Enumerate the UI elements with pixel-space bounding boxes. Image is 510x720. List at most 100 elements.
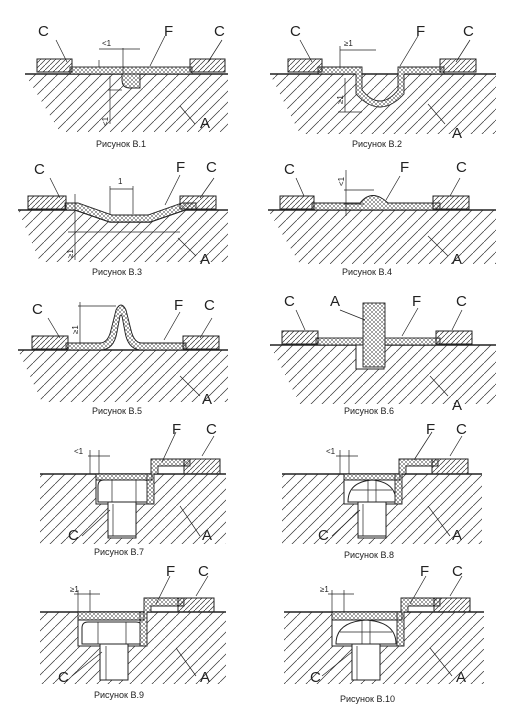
label-c: C <box>206 159 217 176</box>
label-a: A <box>200 251 210 268</box>
figure-b7: F C C A <1 Рисунок В.7 <box>40 421 226 557</box>
label-c: C <box>32 301 43 318</box>
part-c <box>431 458 469 475</box>
substrate-a <box>270 345 496 404</box>
label-a: A <box>452 397 462 414</box>
part-c <box>177 597 215 613</box>
figure-b5: C F C A ≥1 Рисунок В.5 <box>18 297 228 416</box>
label-c: C <box>318 527 329 544</box>
label-f: F <box>420 563 429 580</box>
dim-ge-1: ≥1 <box>66 249 75 258</box>
label-c: C <box>452 563 463 580</box>
label-c: C <box>34 161 45 178</box>
dim-ge-1: ≥1 <box>70 585 79 594</box>
label-a: A <box>330 293 340 310</box>
part-c-left <box>31 335 69 350</box>
caption: Рисунок В.6 <box>344 406 394 416</box>
dim-ge-1: ≥1 <box>71 325 80 334</box>
caption: Рисунок В.3 <box>92 267 142 277</box>
label-c: C <box>456 159 467 176</box>
caption: Рисунок В.1 <box>96 139 146 149</box>
label-f: F <box>176 159 185 176</box>
figure-b9: F C C A ≥1 Рисунок В.9 <box>40 563 226 700</box>
dim-less-1: <1 <box>102 39 112 48</box>
dim-ge-1: ≥1 <box>336 95 345 104</box>
label-c: C <box>58 669 69 686</box>
figure-b1: C F C A <1 <1 Рисунок В.1 <box>25 23 228 149</box>
sealant-f <box>343 458 439 505</box>
part-c-right <box>189 58 226 73</box>
caption: Рисунок В.9 <box>94 690 144 700</box>
dim-less-1: <1 <box>326 447 336 456</box>
part-c-right <box>432 195 470 210</box>
label-f: F <box>400 159 409 176</box>
label-c: C <box>456 293 467 310</box>
part-c-left <box>279 195 315 210</box>
part-c-right <box>435 330 473 345</box>
sealant-f <box>317 66 445 108</box>
substrate-a <box>18 350 228 402</box>
label-a: A <box>202 391 212 408</box>
label-a: A <box>200 115 210 132</box>
label-a: A <box>202 527 212 544</box>
label-a: A <box>452 125 462 142</box>
label-c: C <box>463 23 474 40</box>
sealant-f <box>95 458 191 505</box>
figure-b8: F C C A <1 Рисунок В.8 <box>282 421 482 560</box>
part-c-right <box>182 335 220 350</box>
label-f: F <box>172 421 181 438</box>
caption: Рисунок В.8 <box>344 550 394 560</box>
label-c: C <box>290 23 301 40</box>
dim-less-1: <1 <box>101 116 110 126</box>
part-c <box>433 597 471 613</box>
sealant-f <box>65 304 187 351</box>
substrate-a <box>268 210 496 264</box>
label-f: F <box>412 293 421 310</box>
label-c: C <box>206 421 217 438</box>
label-c: C <box>284 161 295 178</box>
caption: Рисунок В.2 <box>352 139 402 149</box>
figure-b4: C F C A <1 Рисунок В.4 <box>268 159 496 277</box>
dim-ge-1: ≥1 <box>344 39 353 48</box>
label-c: C <box>456 421 467 438</box>
label-c: C <box>68 527 79 544</box>
figure-b2: C F C A ≥1 ≥1 Рисунок В.2 <box>270 23 496 149</box>
part-a <box>362 302 386 368</box>
bolt-c <box>81 621 143 645</box>
figure-b6: C A F C A Рисунок В.6 <box>270 293 496 416</box>
label-f: F <box>164 23 173 40</box>
figure-b10: F C C A ≥1 Рисунок В.10 <box>284 563 484 704</box>
part-c-left <box>36 58 73 73</box>
sealant-f <box>331 597 441 647</box>
sealant-f <box>77 597 185 647</box>
figure-b3: C F C A 1 ≥1 Рисунок В.3 <box>18 159 228 277</box>
bolt-c <box>97 479 151 503</box>
label-c: C <box>310 669 321 686</box>
label-a: A <box>200 669 210 686</box>
label-c: C <box>38 23 49 40</box>
label-a: A <box>452 251 462 268</box>
part-c <box>183 458 221 475</box>
caption: Рисунок В.7 <box>94 547 144 557</box>
sealant-f <box>311 195 441 211</box>
part-c-right <box>439 58 477 73</box>
dim-1: 1 <box>118 177 123 186</box>
dim-less-1: <1 <box>74 447 84 456</box>
label-f: F <box>174 297 183 314</box>
dim-ge-1: ≥1 <box>320 585 329 594</box>
label-c: C <box>204 297 215 314</box>
label-c: C <box>214 23 225 40</box>
label-a: A <box>452 527 462 544</box>
label-f: F <box>416 23 425 40</box>
label-c: C <box>284 293 295 310</box>
part-c-left <box>287 58 323 73</box>
label-a: A <box>456 669 466 686</box>
substrate-a <box>25 74 228 132</box>
sealant-f <box>69 66 193 75</box>
part-c-right <box>179 195 217 210</box>
label-f: F <box>426 421 435 438</box>
caption: Рисунок В.10 <box>340 694 395 704</box>
part-c-left <box>281 330 319 345</box>
substrate-a <box>18 210 228 262</box>
